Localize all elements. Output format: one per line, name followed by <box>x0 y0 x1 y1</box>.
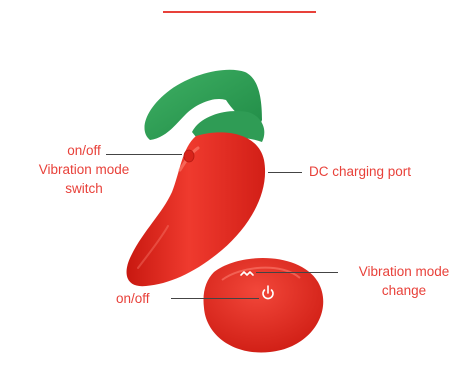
body-button-label-line3: switch <box>18 179 150 198</box>
body-button-label: on/off Vibration mode switch <box>18 141 150 198</box>
charging-port-label: DC charging port <box>309 162 411 181</box>
remote-mode-leader <box>256 272 338 273</box>
body-button-label-line2: Vibration mode <box>18 160 150 179</box>
remote-mode-label-line2: change <box>340 281 468 300</box>
remote-power-leader <box>171 298 259 299</box>
charging-port-leader <box>268 172 302 173</box>
body-button-label-line1: on/off <box>18 141 150 160</box>
body-button-leader <box>106 154 182 155</box>
body-button <box>184 150 194 162</box>
remote-mode-label-line1: Vibration mode <box>340 262 468 281</box>
remote-power-label: on/off <box>116 289 150 308</box>
remote-mode-label: Vibration mode change <box>340 262 468 300</box>
